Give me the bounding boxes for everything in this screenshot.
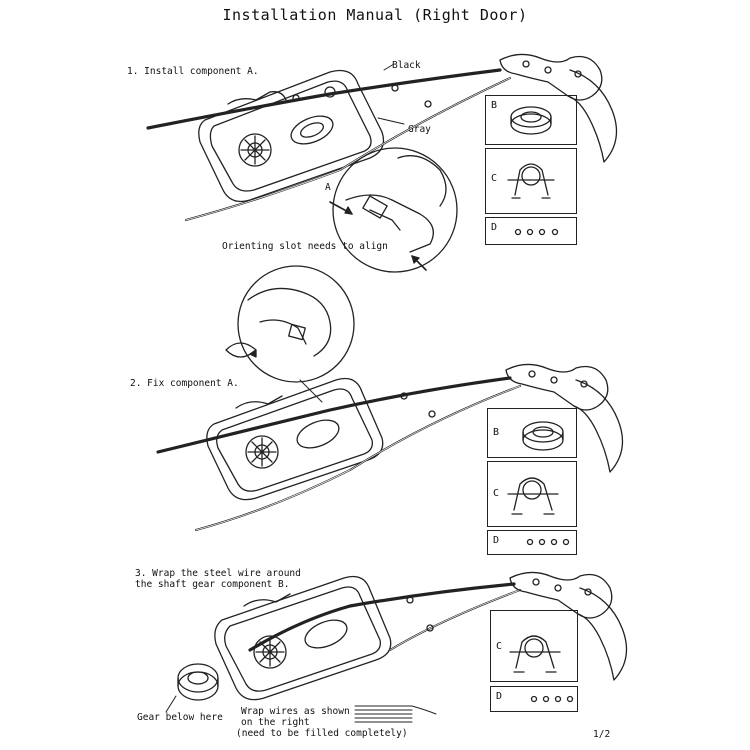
motor-assembly-step1 bbox=[198, 69, 385, 203]
panel-b-step2: B bbox=[487, 408, 577, 458]
door-latch-step3 bbox=[509, 571, 628, 681]
gear-below-note: Gear below here bbox=[137, 712, 223, 723]
wrap-note-line2: on the right bbox=[241, 717, 310, 728]
door-latch-step2 bbox=[505, 363, 624, 473]
page-number: 1/2 bbox=[593, 729, 611, 740]
panel-c-step1: C bbox=[485, 148, 577, 214]
label-component-a: A bbox=[325, 182, 331, 193]
panel-label-d: D bbox=[496, 691, 503, 702]
black-cable-step1 bbox=[146, 68, 502, 130]
panel-label-c: C bbox=[493, 488, 500, 499]
step3-heading-line1: 3. Wrap the steel wire around bbox=[135, 568, 301, 579]
step1-heading: 1. Install component A. bbox=[127, 66, 259, 77]
panel-label-c: C bbox=[491, 173, 498, 184]
label-black: Black bbox=[392, 60, 421, 71]
orienting-slot-note: Orienting slot needs to align bbox=[222, 241, 388, 252]
panel-d-step3: D bbox=[490, 686, 578, 712]
step3-heading-line2: the shaft gear component B. bbox=[135, 579, 290, 590]
panel-label-d: D bbox=[493, 535, 500, 546]
motor-assembly-step2 bbox=[206, 377, 384, 501]
shaft-gear-b bbox=[177, 663, 219, 701]
panel-b-step1: B bbox=[485, 95, 577, 145]
zoom-detail-circle-step2 bbox=[237, 265, 355, 383]
panel-label-b: B bbox=[493, 427, 500, 438]
step2-heading: 2. Fix component A. bbox=[130, 378, 239, 389]
page-title: Installation Manual (Right Door) bbox=[222, 6, 528, 24]
wrap-note-line3: (need to be filled completely) bbox=[236, 728, 408, 739]
wrap-note-line1: Wrap wires as shown bbox=[241, 706, 350, 717]
panel-label-d: D bbox=[491, 222, 498, 233]
motor-assembly-step3 bbox=[214, 575, 392, 701]
door-latch-step1 bbox=[499, 53, 618, 163]
wrap-wire-sample bbox=[354, 705, 437, 723]
label-gray: Gray bbox=[408, 124, 431, 135]
zoom-detail-circle bbox=[332, 147, 458, 273]
panel-c-step3: C bbox=[490, 610, 578, 682]
panel-label-b: B bbox=[491, 100, 498, 111]
panel-label-c: C bbox=[496, 641, 503, 652]
panel-d-step1: D bbox=[485, 217, 577, 245]
